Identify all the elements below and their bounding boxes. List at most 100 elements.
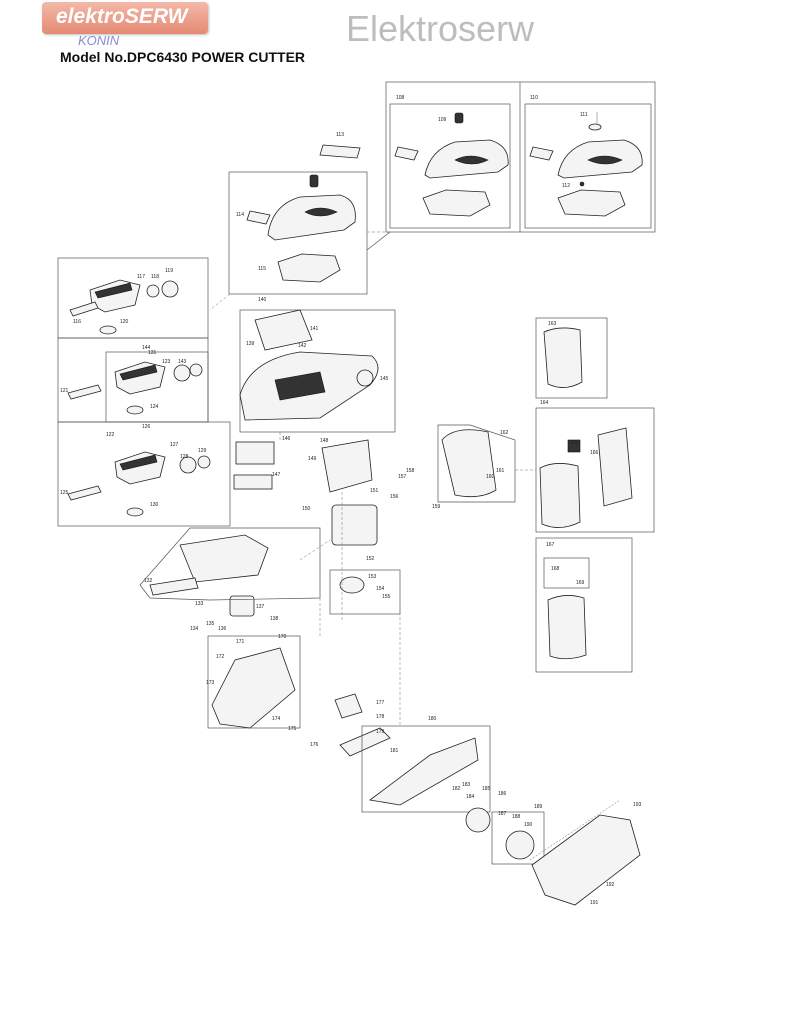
part-label-146: 146 <box>282 436 291 442</box>
part-label-156: 156 <box>390 494 399 500</box>
part-label-183: 183 <box>462 782 471 788</box>
part-label-182: 182 <box>452 786 461 792</box>
part-label-173: 173 <box>206 680 215 686</box>
part-label-172: 172 <box>216 654 225 660</box>
part-label-164: 164 <box>540 400 549 406</box>
connector-lines <box>209 231 536 726</box>
part-label-130: 130 <box>150 502 159 508</box>
logo-subtitle: KONIN <box>78 33 120 48</box>
part-label-170: 170 <box>278 634 287 640</box>
part-label-132: 132 <box>144 578 153 584</box>
part-label-189: 189 <box>534 804 543 810</box>
part-label-113: 113 <box>336 132 344 138</box>
filter-cover-variant-a <box>394 112 509 217</box>
part-label-179: 179 <box>376 729 385 735</box>
part-label-177: 177 <box>376 700 385 706</box>
model-title: Model No.DPC6430 POWER CUTTER <box>60 49 306 65</box>
part-label-142: 142 <box>298 343 307 349</box>
part-label-178: 178 <box>376 714 385 720</box>
part-label-190: 190 <box>524 822 533 828</box>
part-label-118: 118 <box>151 274 159 280</box>
part-label-160: 160 <box>486 474 495 480</box>
part-label-126: 126 <box>142 424 151 430</box>
part-label-181: 181 <box>390 748 399 754</box>
part-label-112: 112 <box>562 183 570 189</box>
part-label-171: 171 <box>236 639 245 645</box>
part-label-109: 109 <box>438 117 447 123</box>
part-label-188: 188 <box>512 814 521 820</box>
part-label-149: 149 <box>308 456 317 462</box>
top-housing <box>239 309 396 433</box>
part-label-158: 158 <box>406 468 415 474</box>
part-label-122: 122 <box>106 432 115 438</box>
part-label-165: 165 <box>570 440 579 446</box>
filter-element <box>233 441 275 490</box>
group-box-top-covers <box>385 81 656 233</box>
part-label-167: 167 <box>546 542 555 548</box>
part-label-150: 150 <box>302 506 311 512</box>
watermark-text: Elektroserw <box>346 8 535 49</box>
part-label-137: 137 <box>256 604 265 610</box>
group-box-left-assemblies <box>57 257 231 527</box>
part-label-108: 108 <box>396 95 405 101</box>
part-label-144: 144 <box>142 345 151 351</box>
muffler-group <box>437 317 655 673</box>
part-label-129: 129 <box>198 448 207 454</box>
part-label-116: 116 <box>73 319 81 325</box>
part-label-115: 115 <box>258 266 266 272</box>
handle-assembly-3 <box>67 451 211 517</box>
logo-badge <box>42 2 208 34</box>
part-label-120: 120 <box>120 319 129 325</box>
part-label-133: 133 <box>195 601 204 607</box>
part-label-175: 175 <box>288 726 297 732</box>
part-label-185: 185 <box>482 786 491 792</box>
part-label-152: 152 <box>366 556 375 562</box>
cutter-arm <box>361 725 641 906</box>
part-label-111: 111 <box>580 112 588 118</box>
part-label-169: 169 <box>576 580 585 586</box>
part-label-110: 110 <box>530 95 538 101</box>
part-label-119: 119 <box>165 268 173 274</box>
part-label-134: 134 <box>190 626 199 632</box>
part-label-191: 191 <box>590 900 599 906</box>
cylinder-assembly <box>299 439 401 620</box>
part-label-135: 135 <box>206 621 215 627</box>
part-label-141: 141 <box>310 326 319 332</box>
crankcase <box>207 635 391 757</box>
part-label-193: 193 <box>633 802 642 808</box>
logo-text: elektroSERW <box>56 5 188 28</box>
part-label-139: 139 <box>246 341 255 347</box>
part-label-162: 162 <box>500 430 509 436</box>
part-label-127: 127 <box>170 442 179 448</box>
part-label-155: 155 <box>382 594 391 600</box>
part-label-131: 131 <box>148 350 157 356</box>
part-label-192: 192 <box>606 882 615 888</box>
part-label-125: 125 <box>60 490 69 496</box>
part-label-159: 159 <box>432 504 441 510</box>
part-label-154: 154 <box>376 586 385 592</box>
part-label-117: 117 <box>137 274 145 280</box>
part-label-123: 123 <box>162 359 171 365</box>
filter-cover-variant-b <box>529 112 643 217</box>
part-number-labels: 108 109 110 111 112 113 114 115 116 117 118 119 120 1… <box>60 95 642 906</box>
part-label-161: 161 <box>496 468 505 474</box>
part-label-136: 136 <box>218 626 227 632</box>
handle-assembly-2 <box>67 361 203 415</box>
part-label-121: 121 <box>60 388 69 394</box>
part-label-153: 153 <box>368 574 377 580</box>
part-label-140: 140 <box>258 297 267 303</box>
part-label-176: 176 <box>310 742 319 748</box>
part-label-128: 128 <box>180 454 189 460</box>
part-label-145: 145 <box>380 376 389 382</box>
part-label-138: 138 <box>270 616 279 622</box>
part-label-163: 163 <box>548 321 557 327</box>
part-label-180: 180 <box>428 716 437 722</box>
part-label-157: 157 <box>398 474 407 480</box>
part-label-151: 151 <box>370 488 379 494</box>
handle-assembly-1 <box>69 279 179 335</box>
part-label-114: 114 <box>236 212 244 218</box>
carburettor <box>139 527 321 617</box>
part-label-124: 124 <box>150 404 159 410</box>
part-label-168: 168 <box>551 566 560 572</box>
